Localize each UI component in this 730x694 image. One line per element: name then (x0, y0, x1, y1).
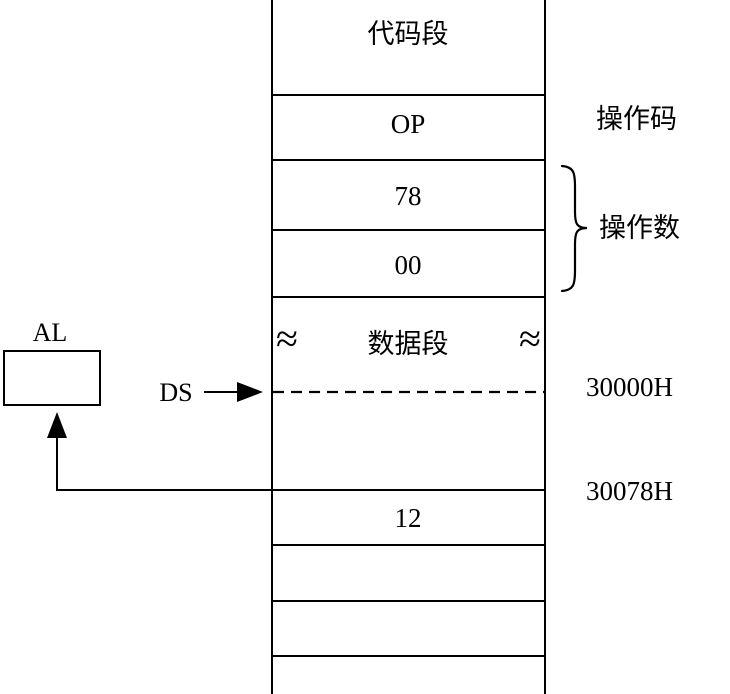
cell-label-code-segment: 代码段 (368, 19, 449, 49)
column-break-mark-right: ≈ (519, 316, 541, 361)
annotation-opcode: 操作码 (596, 104, 677, 134)
cell-value-operand-byte-1: 78 (395, 181, 422, 211)
operand-brace (560, 164, 588, 293)
ds-register-label: DS (159, 378, 192, 407)
cell-value-op: OP (391, 109, 426, 139)
cell-label-data-segment: 数据段 (368, 329, 449, 359)
al-register-label: AL (33, 318, 68, 347)
data-to-al-arrow (47, 412, 325, 491)
address-label-segment-base: 30000H (586, 372, 673, 402)
cell-value-data: 12 (395, 503, 422, 533)
column-break-mark-left: ≈ (276, 316, 298, 361)
address-label-data: 30078H (586, 476, 673, 506)
al-register-box (3, 350, 101, 406)
cell-value-operand-byte-2: 00 (395, 250, 422, 280)
annotation-operand: 操作数 (599, 213, 680, 243)
